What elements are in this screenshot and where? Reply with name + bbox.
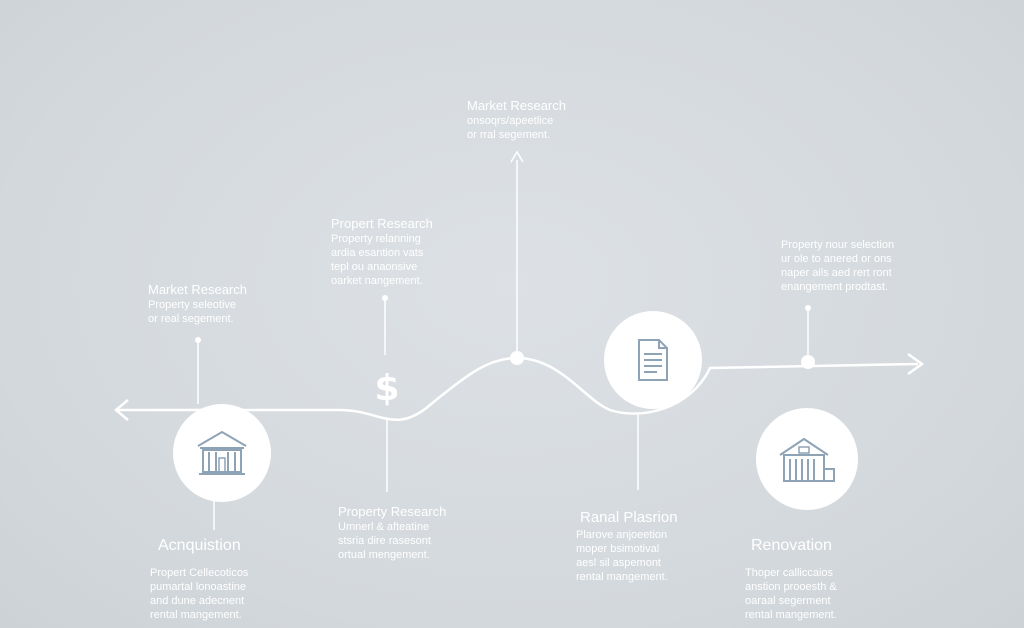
label-line: oarket nangement. [331,275,423,287]
label-renovation: Renovation Thoper calliccaios anstion pr… [745,536,837,622]
center-arrow-head [510,150,524,163]
dollar-icon: $ [374,367,400,409]
label-top-center: Market Research onsoqrs/apeetlice or rra… [467,98,566,142]
label-title: Market Research [148,282,247,297]
label-line: aesl sil aspemont [576,557,661,569]
acquisition-icon-circle [173,404,271,502]
node-right [801,355,815,369]
node-mid-left-top [382,295,388,301]
label-title: Renovation [751,537,832,554]
label-line: ur ole to anered or ons [781,253,892,265]
label-line: ardia esantion vats [331,247,424,259]
label-line: oaraal segerment [745,595,831,607]
label-line: moper bsimotival [576,543,660,555]
warehouse-icon [779,437,835,482]
label-title: Market Research [467,98,566,113]
label-line: Property relanning [331,233,421,245]
label-line: Thoper calliccaios [745,567,834,579]
label-right-upper: Property nour selection ur ole to anered… [781,238,894,294]
label-title: Property Research [338,504,447,519]
right-arrow-head [907,352,925,376]
left-arrow-head [114,399,129,421]
label-line: Property seleotive [148,299,237,311]
label-line: rental mangement. [745,609,837,621]
label-line: Propert Cellecoticos [150,567,249,579]
document-icon [638,339,668,381]
label-title: Acnquistion [158,537,241,554]
node-left-top [195,337,201,343]
label-acquisition: Acnquistion Propert Cellecoticos pumarta… [150,536,248,622]
label-line: onsoqrs/apeetlice [467,115,554,127]
label-left: Market Research Property seleotive or re… [148,282,247,326]
label-lower-mid-right: Ranal Plasrion Plarove anjoeetion moper … [576,508,678,584]
building-icon [197,430,247,475]
label-line: Plarove anjoeetion [576,529,668,541]
label-title: Ranal Plasrion [580,509,678,526]
label-line: Property nour selection [781,239,895,251]
label-line: or real segement. [148,313,234,325]
label-lower-mid-left: Property Research Umnerl & afteatine sts… [338,504,446,562]
dollar-icon-wrap: $ [363,364,411,412]
label-line: or rral segement. [467,129,551,141]
label-line: ortual mengement. [338,549,430,561]
label-line: rental mangement. [576,571,668,583]
label-line: tepl ou anaonsive [331,261,418,273]
label-line: enangement prodtast. [781,281,889,293]
label-line: stsria dire rasesont [338,535,431,547]
document-icon-circle [604,311,702,409]
label-line: anstion prooesth & [745,581,837,593]
node-center [510,351,524,365]
label-line: naper ails aed rert ront [781,267,892,279]
label-line: and dune adecnent [150,595,245,607]
label-upper-left-mid: Propert Research Property relanning ardi… [331,216,433,288]
label-title: Propert Research [331,216,433,231]
label-line: Umnerl & afteatine [338,521,430,533]
node-right-top [805,305,811,311]
label-line: rental mangement. [150,609,242,621]
label-line: pumartal lonoastine [150,581,247,593]
renovation-icon-circle [756,408,858,510]
